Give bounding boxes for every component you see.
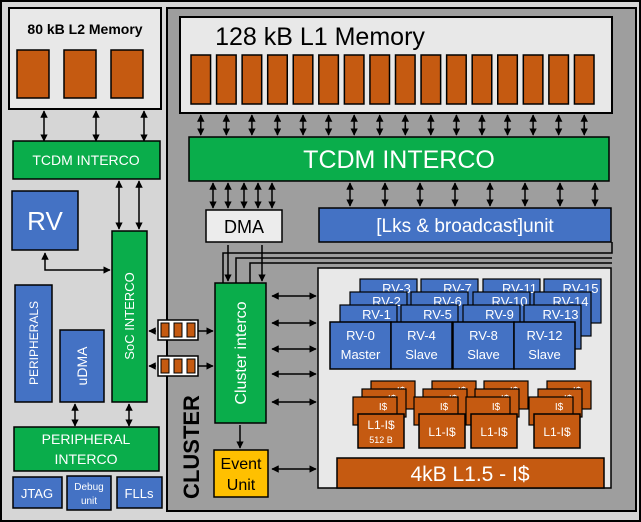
lks-broadcast-unit <box>318 207 612 243</box>
l1-memory-banks <box>190 54 595 105</box>
icache-front-card <box>418 413 466 449</box>
l1-memory-bank <box>266 54 288 105</box>
soc-interco <box>111 230 148 403</box>
l1-memory-bank <box>394 54 416 105</box>
icache-front-card <box>470 413 518 449</box>
fabric-controller-rv <box>11 190 79 251</box>
l1-memory-bank <box>471 54 493 105</box>
l1-memory-bank <box>369 54 391 105</box>
l2-memory-bank <box>110 49 144 99</box>
tcdm-wires <box>209 182 599 209</box>
dma-label: DMA <box>224 217 264 237</box>
cluster-bus-bridge-top <box>148 319 214 341</box>
lks-broadcast-label: [Lks & broadcast]unit <box>376 216 554 237</box>
l2-tcdm-interco-label: TCDM INTERCO <box>32 152 139 168</box>
core-stack-label: RV-1 <box>362 307 391 322</box>
l1-memory-bank <box>318 54 340 105</box>
l1-memory-bank <box>522 54 544 105</box>
cluster-tcdm-interco-label: TCDM INTERCO <box>303 146 495 174</box>
cluster-bus-wires <box>222 242 613 283</box>
event-unit-label-line1: Event <box>221 456 262 473</box>
cluster-label: CLUSTER <box>179 395 204 499</box>
l1-memory-bank <box>292 54 314 105</box>
core-front-card <box>390 321 453 370</box>
icache-stub-label: I$ <box>379 402 388 413</box>
l1-wires <box>197 114 588 136</box>
l15-icache <box>336 457 605 489</box>
l15-icache-label: 4kB L1.5 - I$ <box>410 463 529 486</box>
cluster-interco <box>214 282 267 424</box>
soc-interco-label: SoC INTERCO <box>122 272 137 359</box>
icache-label: L1-I$ <box>428 425 456 439</box>
l2-memory-banks <box>16 49 144 99</box>
event-unit <box>213 449 269 498</box>
core-stack-label: RV-5 <box>423 307 452 322</box>
l2-tcdm-interco <box>12 140 161 180</box>
peripheral-interco-label-line1: PERIPHERAL <box>42 431 131 447</box>
dma-block <box>205 209 283 243</box>
l1-memory-bank <box>445 54 467 105</box>
core-stack-label: RV-13 <box>543 307 579 322</box>
icache-stub-label: I$ <box>555 402 564 413</box>
cluster-interco-label: Cluster interco <box>233 301 250 404</box>
l1-memory-bank <box>573 54 595 105</box>
peripheral-interco-label-line2: INTERCO <box>55 451 118 467</box>
l1-memory-bank <box>420 54 442 105</box>
debug-unit-block <box>66 475 112 511</box>
l1-memory-bank <box>241 54 263 105</box>
core-stack-label: RV-9 <box>485 307 514 322</box>
cluster-tcdm-interco <box>188 136 610 182</box>
icache-label: L1-I$ <box>480 425 508 439</box>
jtag-block <box>12 476 63 509</box>
core-name-label: RV-4 <box>407 328 436 343</box>
core-role-label: Slave <box>528 347 561 362</box>
cluster-interco-to-cores-wires <box>236 292 317 473</box>
core-name-label: RV-0 <box>346 328 375 343</box>
event-unit-label-line2: Unit <box>227 477 256 494</box>
core-role-label: Slave <box>467 347 500 362</box>
l1-memory-bank <box>215 54 237 105</box>
core-front-card <box>329 321 392 370</box>
icache-label: L1-I$ <box>367 418 395 432</box>
l1-memory-label: 128 kB L1 Memory <box>215 23 425 51</box>
core-front-card <box>452 321 515 370</box>
udma-block <box>59 329 105 403</box>
icache-front-card <box>533 413 581 449</box>
l2-memory-bank <box>16 49 50 99</box>
core-name-label: RV-8 <box>469 328 498 343</box>
jtag-label: JTAG <box>21 486 53 501</box>
soc-wires <box>40 110 148 427</box>
l1-memory-bank <box>343 54 365 105</box>
icache-front-card <box>357 413 405 449</box>
l2-memory-bank <box>63 49 97 99</box>
icache-stub-label: I$ <box>492 402 501 413</box>
peripheral-interco <box>13 426 160 472</box>
icache-size-label: 512 B <box>369 435 393 445</box>
debug-label-line2: unit <box>81 496 97 507</box>
cluster-bus-bridge-bottom <box>148 355 214 377</box>
udma-label: uDMA <box>74 346 90 386</box>
l2-memory-label: 80 kB L2 Memory <box>27 21 142 37</box>
fabric-controller-rv-label: RV <box>27 206 63 236</box>
l1-memory-bank <box>190 54 212 105</box>
core-role-label: Slave <box>405 347 438 362</box>
peripherals-label: PERIPHERALS <box>27 301 41 385</box>
peripherals-block <box>14 284 53 403</box>
core-front-card <box>513 321 576 370</box>
l1-memory-bank <box>548 54 570 105</box>
l1-icache-stacks: I$I$I$L1-I$512 BI$I$I$L1-I$I$I$I$L1-I$I$… <box>352 380 592 449</box>
debug-label-line1: Debug <box>74 482 103 493</box>
core-role-label: Master <box>341 347 381 362</box>
icache-label: L1-I$ <box>543 425 571 439</box>
icache-stub-label: I$ <box>440 402 449 413</box>
flls-label: FLLs <box>125 486 154 501</box>
flls-block <box>116 476 163 509</box>
l1-memory-bank <box>497 54 519 105</box>
core-stacks: RV-3RV-2RV-1RV-0MasterRV-7RV-6RV-5RV-4Sl… <box>329 278 602 370</box>
core-name-label: RV-12 <box>527 328 563 343</box>
